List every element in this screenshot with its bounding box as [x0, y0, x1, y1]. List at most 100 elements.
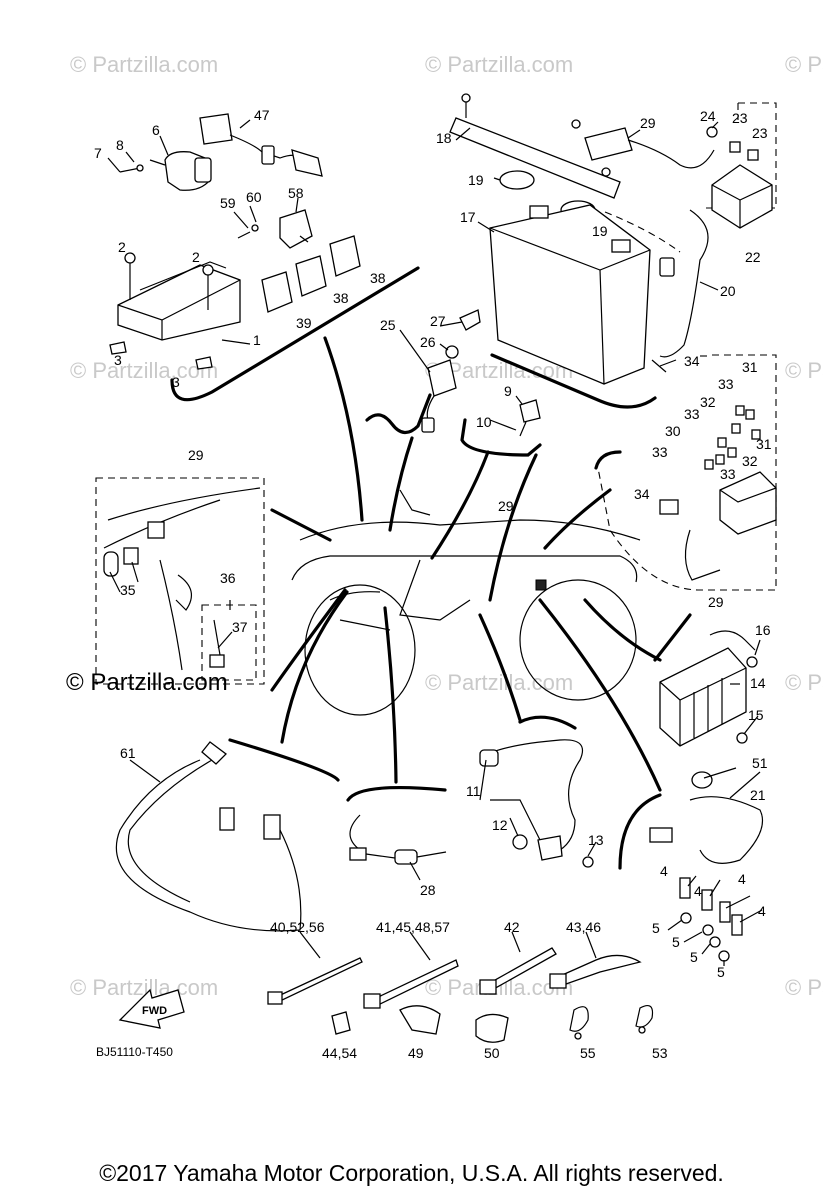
diagram-code: BJ51110-T450 [96, 1045, 173, 1059]
callout-19: 19 [592, 223, 608, 239]
callout-31: 31 [756, 436, 772, 452]
callout-19: 19 [468, 172, 484, 188]
callout-4: 4 [758, 903, 766, 919]
watermark: © Partzilla.com [425, 670, 573, 695]
watermark: © Partzilla.com [70, 52, 218, 77]
callout-17: 17 [460, 209, 476, 225]
callout-40-52-56: 40,52,56 [270, 919, 325, 935]
callout-23: 23 [752, 125, 768, 141]
callout-5: 5 [690, 949, 698, 965]
callout-30: 30 [665, 423, 681, 439]
watermark: © Partzilla.com [425, 52, 573, 77]
callout-29: 29 [640, 115, 656, 131]
temperature-senders [679, 877, 743, 962]
atv-silhouette [291, 489, 641, 716]
battery [489, 204, 651, 385]
callout-59: 59 [220, 195, 236, 211]
callout-9: 9 [504, 383, 512, 399]
callout-4: 4 [738, 871, 746, 887]
callout-32: 32 [700, 394, 716, 410]
callout-51: 51 [752, 755, 768, 771]
callout-2: 2 [192, 249, 200, 265]
callout-33: 33 [718, 376, 734, 392]
callout-38: 38 [333, 290, 349, 306]
battery-cables [584, 127, 715, 373]
section-outlines [170, 266, 692, 870]
callout-26: 26 [420, 334, 436, 350]
callout-21: 21 [750, 787, 766, 803]
callout-24: 24 [700, 108, 716, 124]
fwd-arrow-icon: FWD [118, 988, 185, 1029]
callout-29: 29 [188, 447, 204, 463]
callout-23: 23 [732, 110, 748, 126]
callout-37: 37 [232, 619, 248, 635]
callout-32: 32 [742, 453, 758, 469]
callout-20: 20 [720, 283, 736, 299]
copyright-footer: ©2017 Yamaha Motor Corporation, U.S.A. A… [99, 1160, 724, 1186]
callout-4: 4 [660, 863, 668, 879]
callout-16: 16 [755, 622, 771, 638]
callout-44-54: 44,54 [322, 1045, 357, 1061]
callout-29: 29 [708, 594, 724, 610]
cdi-harness [199, 113, 323, 177]
watermark: © Partzilla.com [785, 52, 823, 77]
callout-7: 7 [94, 145, 102, 161]
ignition-coil [119, 151, 212, 191]
callout-34: 34 [634, 486, 650, 502]
watermark: © Partzilla.com [785, 975, 823, 1000]
leader-lines [107, 119, 763, 966]
callout-43-46: 43,46 [566, 919, 601, 935]
ecu-module [109, 252, 241, 370]
callout-49: 49 [408, 1045, 424, 1061]
callout-33: 33 [652, 444, 668, 460]
relays-38-39 [261, 235, 361, 313]
fwd-label: FWD [142, 1005, 167, 1017]
callout-28: 28 [420, 882, 436, 898]
callout-11: 11 [466, 783, 481, 799]
cable-ties [267, 947, 642, 1009]
callout-22: 22 [745, 249, 761, 265]
callout-3: 3 [114, 352, 122, 368]
callout-47: 47 [254, 107, 270, 123]
callout-27: 27 [430, 313, 446, 329]
callout-12: 12 [492, 817, 508, 833]
callout-4: 4 [694, 883, 702, 899]
callout-55: 55 [580, 1045, 596, 1061]
callout-41-45-48-57: 41,45,48,57 [376, 919, 450, 935]
callout-8: 8 [116, 137, 124, 153]
callout-34: 34 [684, 353, 700, 369]
watermark: © Partzilla.com [785, 358, 823, 383]
callout-35: 35 [120, 582, 136, 598]
callout-25: 25 [380, 317, 396, 333]
callout-36: 36 [220, 570, 236, 586]
callout-53: 53 [652, 1045, 668, 1061]
callout-labels: 1 2 2 3 3 4 4 4 4 5 5 5 5 6 7 8 9 10 11 … [94, 107, 772, 1061]
callout-33: 33 [684, 406, 700, 422]
callout-5: 5 [717, 964, 725, 980]
main-switch [421, 309, 481, 433]
callout-13: 13 [588, 832, 604, 848]
callout-10: 10 [476, 414, 492, 430]
callout-29: 29 [498, 498, 514, 514]
fuses [704, 405, 761, 470]
watermarks: © Partzilla.com © Partzilla.com © Partzi… [66, 52, 823, 1000]
callout-33: 33 [720, 466, 736, 482]
fuse-box [659, 405, 777, 581]
callout-60: 60 [246, 189, 262, 205]
callout-1: 1 [253, 332, 261, 348]
watermark: © Partzilla.com [785, 670, 823, 695]
sensor-11 [479, 739, 594, 868]
callout-5: 5 [652, 920, 660, 936]
callout-18: 18 [436, 130, 452, 146]
callout-58: 58 [288, 185, 304, 201]
callout-6: 6 [152, 122, 160, 138]
starter-relay [706, 126, 773, 229]
rectifier-regulator [659, 630, 758, 747]
sensor-9-10 [519, 399, 541, 437]
watermark: © Partzilla.com [70, 358, 218, 383]
callout-14: 14 [750, 675, 766, 691]
battery-bracket [449, 93, 621, 220]
callout-42: 42 [504, 919, 520, 935]
callout-38: 38 [370, 270, 386, 286]
